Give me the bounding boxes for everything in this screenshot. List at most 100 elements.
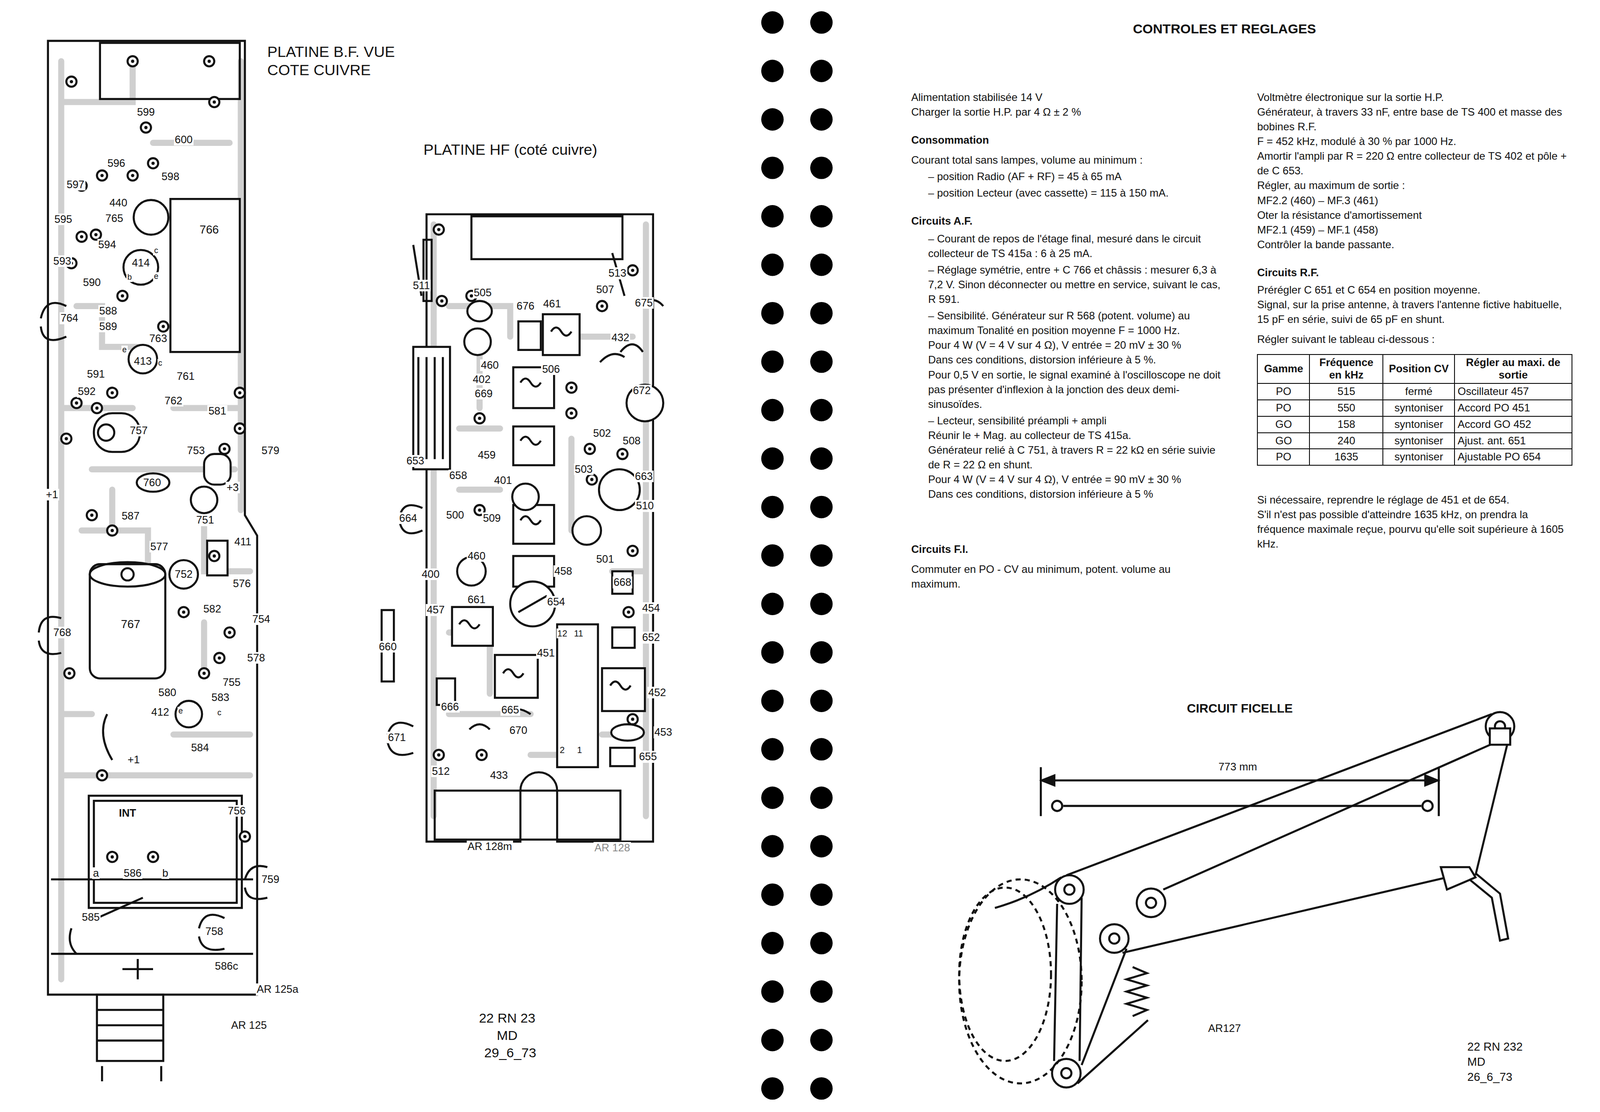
callout-number: c: [153, 246, 159, 256]
paragraph: Si nécessaire, reprendre le réglage de 4…: [1256, 492, 1572, 508]
table-cell: GO: [1257, 432, 1310, 450]
table-cell: PO: [1257, 400, 1310, 417]
spiral-binding-part: [761, 835, 784, 858]
bf-board-part: [103, 714, 113, 760]
spiral-binding-part: [810, 544, 833, 567]
section-heading: Circuits A.F.: [911, 213, 1223, 229]
callout-number: +1: [126, 754, 141, 766]
paragraph: S'il n'est pas possible d'atteindre 1635…: [1256, 507, 1572, 552]
callout-number: MD: [1467, 1055, 1486, 1069]
bf-board-part: [136, 473, 170, 492]
solder-pads-part: [148, 852, 159, 863]
spiral-binding-part: [761, 205, 784, 228]
hf-board-part: [464, 328, 491, 356]
solder-pads-part: [121, 294, 125, 298]
solder-pads-part: [436, 227, 441, 231]
callout-number: 595: [53, 213, 73, 226]
spiral-binding-part: [810, 399, 833, 422]
solder-pads-part: [626, 610, 631, 614]
solder-pads-part: [476, 750, 487, 761]
callout-number: 505: [472, 286, 493, 299]
callout-number: 577: [149, 541, 170, 553]
callout-number: 597: [65, 178, 86, 191]
solder-pads-part: [100, 773, 104, 777]
hf-board-part: [612, 571, 633, 594]
paragraph: Dans ces conditions, distorsion inférieu…: [911, 352, 1223, 368]
solder-pads-part: [64, 437, 68, 441]
hf-board-part: [542, 314, 580, 356]
paragraph: – Courant de repos de l'étage final, mes…: [911, 231, 1223, 261]
callout-number: 440: [108, 197, 129, 209]
table-cell: 158: [1309, 416, 1383, 433]
callout-number: c: [216, 708, 223, 718]
paragraph: MF2.2 (460) – MF.3 (461): [1256, 193, 1572, 208]
solder-pads-part: [623, 607, 634, 618]
bf-board-part: [133, 200, 169, 235]
solder-pads-part: [161, 324, 165, 328]
solder-pads-part: [630, 549, 635, 553]
callout-number: 655: [638, 751, 658, 763]
table-row: GammeFréquence en kHzPosition CVRégler a…: [1257, 354, 1572, 384]
callout-number: 763: [148, 332, 168, 345]
paragraph: Commuter en PO - CV au minimum, potent. …: [911, 561, 1223, 592]
spiral-binding-part: [810, 302, 833, 325]
hf-board: [381, 214, 664, 842]
callout-number: 755: [222, 676, 242, 689]
callout-number: 669: [473, 387, 494, 400]
table-cell: 515: [1309, 383, 1383, 400]
hf-board-part: [423, 239, 432, 302]
solder-pads-part: [620, 452, 624, 456]
callout-number: 507: [595, 283, 615, 296]
solder-pads-part: [243, 835, 247, 839]
spiral-binding-part: [761, 980, 784, 1003]
callout-number: 758: [204, 925, 225, 938]
solder-pads-part: [617, 448, 628, 460]
paragraph: Réunir le + Mag. au collecteur de TS 415…: [911, 428, 1223, 443]
bf-board-part: [169, 560, 198, 589]
callout-number: 508: [622, 435, 642, 447]
bf-board-part: [170, 198, 240, 352]
callout-number: 500: [445, 509, 465, 522]
section-heading: Circuits F.I.: [911, 541, 1223, 557]
paragraph: Pour 0,5 V en sortie, le signal examiné …: [911, 367, 1223, 412]
spiral-binding-part: [761, 1077, 784, 1100]
spiral-binding-part: [761, 302, 784, 325]
solder-pads-part: [566, 382, 577, 393]
solder-pads-part: [214, 653, 225, 664]
solder-pads-part: [627, 545, 638, 557]
callout-number: 457: [425, 604, 446, 616]
callout-number: 459: [476, 449, 497, 461]
spiral-binding-part: [810, 1029, 833, 1052]
solder-pads-part: [207, 59, 211, 63]
dial-cord-drawing-part: [1099, 924, 1129, 954]
callout-number: 510: [634, 500, 655, 512]
hf-board-part: [626, 384, 664, 422]
pcb-board: PLATINE HF (coté cuivre): [426, 214, 654, 842]
solder-pads-part: [130, 173, 134, 178]
solder-pads-part: [584, 444, 595, 455]
paragraph: – position Lecteur (avec cassette) = 115…: [911, 185, 1223, 201]
paragraph: Générateur, à travers 33 nF, entre base …: [1256, 104, 1572, 134]
text-column: Alimentation stabilisée 14 VCharger la s…: [911, 89, 1223, 592]
paragraph: Régler suivant le tableau ci-dessous :: [1256, 331, 1572, 347]
hf-board-part: [513, 426, 555, 466]
callout-number: 11: [573, 628, 585, 639]
spiral-binding-part: [810, 447, 833, 470]
solder-pads-part: [71, 398, 82, 409]
paragraph: Alimentation stabilisée 14 V: [911, 89, 1223, 105]
callout-number: 757: [129, 424, 149, 437]
spiral-binding-part: [810, 11, 833, 34]
hf-board-part: [610, 747, 635, 767]
solder-pads-part: [107, 387, 118, 399]
paragraph: Pour 4 W (V = 4 V sur 4 Ω), V entrée = 2…: [911, 337, 1223, 353]
bf-board-part: [88, 795, 243, 909]
callout-number: 672: [632, 384, 652, 397]
callout-number: 590: [81, 276, 102, 289]
dial-cord-drawing-part: [994, 877, 1062, 909]
table-cell: syntoniser: [1382, 400, 1455, 417]
solder-pads-part: [209, 551, 220, 562]
table-cell: PO: [1257, 448, 1310, 466]
callout-number: 759: [260, 873, 281, 886]
spiral-binding-part: [810, 689, 833, 712]
copper-traces-part: [61, 61, 251, 980]
